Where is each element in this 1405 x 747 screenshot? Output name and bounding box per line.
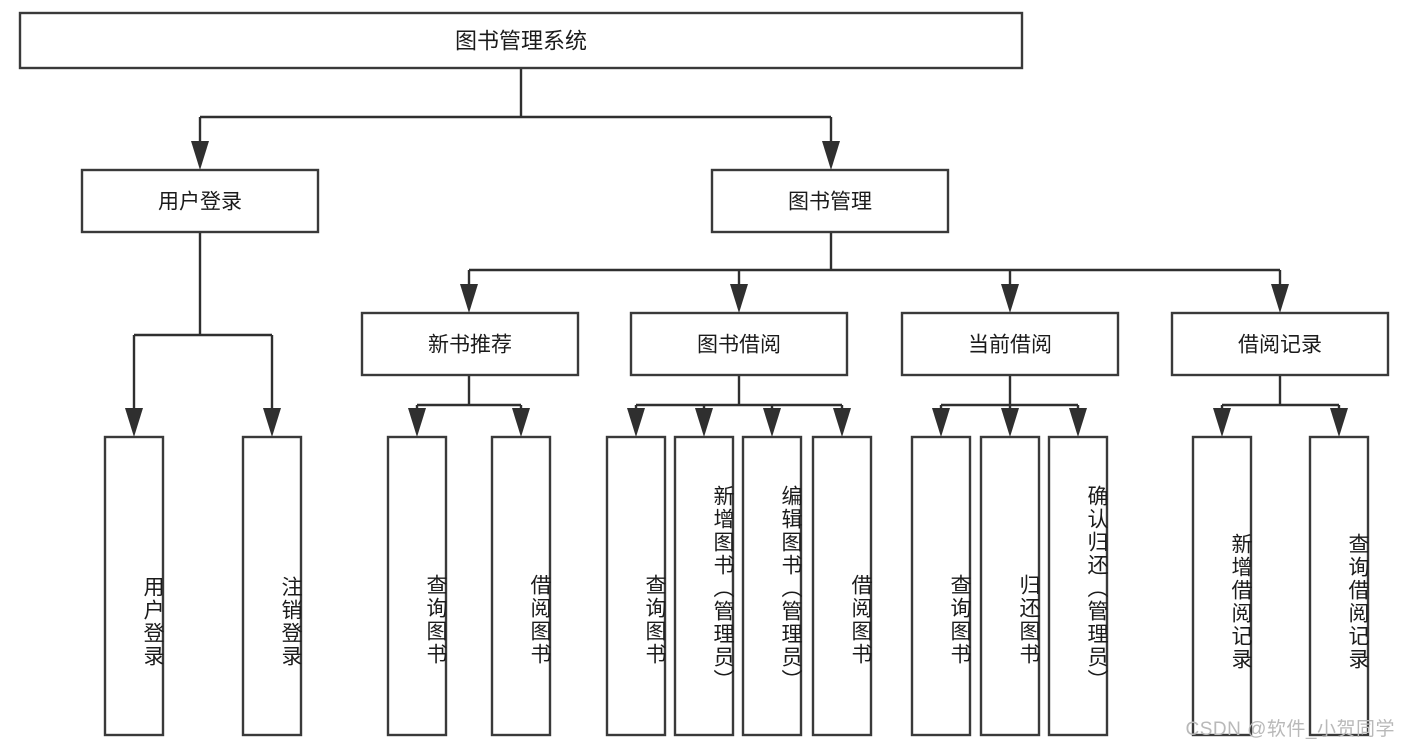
node-leaf-confirm-return-box[interactable] <box>1047 435 1109 737</box>
node-current-borrow-box[interactable] <box>900 311 1120 377</box>
node-leaf-edit-book-box[interactable] <box>741 435 803 737</box>
node-book-manage-label: 图书管理 <box>788 191 872 214</box>
node-book-borrow[interactable]: 图书借阅 <box>629 311 849 377</box>
node-new-book-recommend-label: 新书推荐 <box>428 334 512 357</box>
leaf-boxes <box>103 435 1370 737</box>
watermark-text: CSDN @软件_小贺同学 <box>1185 719 1395 740</box>
node-borrow-record-box[interactable] <box>1170 311 1390 377</box>
arrow-new-book-recommend <box>460 284 478 313</box>
arrow-leaf-borrow-book-1 <box>512 408 530 437</box>
node-current-borrow[interactable]: 当前借阅 <box>900 311 1120 377</box>
arrow-leaf-add-record <box>1213 408 1231 437</box>
node-leaf-borrow-book-1-box[interactable] <box>490 435 552 737</box>
arrow-leaf-return-book <box>1001 408 1019 437</box>
arrow-leaf-query-record <box>1330 408 1348 437</box>
edges-user-login-to-leaves <box>125 232 281 437</box>
arrow-current-borrow <box>1001 284 1019 313</box>
edges-borrow-record-to-leaves <box>1213 375 1348 437</box>
edges-current-borrow-to-leaves <box>932 375 1087 437</box>
node-borrow-record[interactable]: 借阅记录 <box>1170 311 1390 377</box>
node-user-login[interactable]: 用户登录 <box>80 168 320 234</box>
arrow-user-login <box>191 141 209 170</box>
node-leaf-add-record-box[interactable] <box>1191 435 1253 737</box>
node-root[interactable]: 图书管理系统 <box>18 11 1024 70</box>
node-new-book-recommend-box[interactable] <box>360 311 580 377</box>
edges-root-to-level2 <box>191 68 840 170</box>
arrow-leaf-query-book-2 <box>627 408 645 437</box>
arrow-leaf-confirm-return <box>1069 408 1087 437</box>
node-book-borrow-label: 图书借阅 <box>697 334 781 357</box>
arrow-leaf-borrow-book-2 <box>833 408 851 437</box>
node-root-label: 图书管理系统 <box>455 29 587 54</box>
node-leaf-borrow-book-2-box[interactable] <box>811 435 873 737</box>
node-root-box[interactable] <box>18 11 1024 70</box>
node-leaf-query-book-3-box[interactable] <box>910 435 972 737</box>
node-book-borrow-box[interactable] <box>629 311 849 377</box>
arrow-leaf-edit-book <box>763 408 781 437</box>
arrow-book-borrow <box>730 284 748 313</box>
arrow-leaf-add-book <box>695 408 713 437</box>
arrow-borrow-record <box>1271 284 1289 313</box>
edges-book-borrow-to-leaves <box>627 375 851 437</box>
arrow-leaf-query-book-3 <box>932 408 950 437</box>
arrow-leaf-query-book-1 <box>408 408 426 437</box>
node-leaf-add-book-box[interactable] <box>673 435 735 737</box>
edges-book-manage-to-level3 <box>460 232 1289 313</box>
node-leaf-user-login-box[interactable] <box>103 435 165 737</box>
node-book-manage[interactable]: 图书管理 <box>710 168 950 234</box>
node-leaf-user-logout-box[interactable] <box>241 435 303 737</box>
node-user-login-label: 用户登录 <box>158 191 242 214</box>
node-leaf-query-record-box[interactable] <box>1308 435 1370 737</box>
node-leaf-return-book-box[interactable] <box>979 435 1041 737</box>
node-leaf-query-book-1-box[interactable] <box>386 435 448 737</box>
arrow-leaf-user-logout <box>263 408 281 437</box>
node-current-borrow-label: 当前借阅 <box>968 334 1052 357</box>
arrow-leaf-user-login <box>125 408 143 437</box>
arrow-book-manage <box>822 141 840 170</box>
node-leaf-query-book-2-box[interactable] <box>605 435 667 737</box>
node-book-manage-box[interactable] <box>710 168 950 234</box>
node-borrow-record-label: 借阅记录 <box>1238 334 1322 357</box>
node-new-book-recommend[interactable]: 新书推荐 <box>360 311 580 377</box>
node-user-login-box[interactable] <box>80 168 320 234</box>
edges-new-book-to-leaves <box>408 375 530 437</box>
